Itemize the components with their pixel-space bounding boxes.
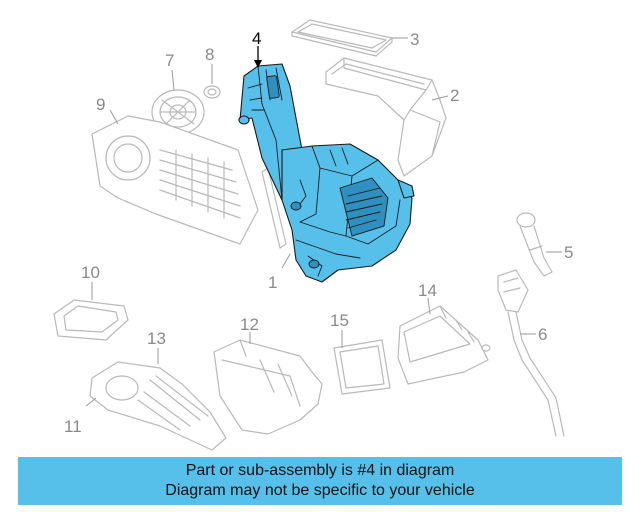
callout-3[interactable]: 3 [410, 30, 419, 49]
part-2-duct [325, 57, 447, 177]
banner-line-1: Part or sub-assembly is #4 in diagram [185, 462, 455, 479]
info-banner: Part or sub-assembly is #4 in diagram Di… [18, 457, 622, 505]
callout-8[interactable]: 8 [205, 45, 214, 64]
parts-diagram: 3 2 8 7 9 1 [53, 19, 573, 451]
part-14-door [397, 305, 491, 385]
callout-5[interactable]: 5 [564, 243, 573, 262]
part-9-blower-housing [91, 115, 259, 245]
leader-9 [109, 109, 119, 125]
part-4-case-assembly[interactable] [238, 63, 415, 283]
leader-4-arrowhead [254, 60, 262, 68]
part-1-seal [261, 167, 287, 249]
part-10-frame [53, 299, 129, 341]
part-5-aspirator [516, 212, 553, 277]
part-12-panel [213, 339, 323, 435]
part-8-grommet [203, 85, 221, 99]
leader-11 [85, 397, 97, 407]
callout-9[interactable]: 9 [96, 95, 105, 114]
callout-11[interactable]: 11 [64, 417, 82, 436]
callout-7[interactable]: 7 [165, 51, 174, 70]
part-11-lower-housing [89, 361, 227, 451]
leader-2 [431, 95, 449, 101]
callout-4[interactable]: 4 [252, 29, 261, 48]
callout-10[interactable]: 10 [81, 263, 100, 282]
leader-14 [427, 297, 431, 315]
callout-2[interactable]: 2 [450, 86, 459, 105]
banner-line-2: Diagram may not be specific to your vehi… [165, 482, 475, 499]
part-3-filter [291, 19, 393, 57]
part-6-hose [497, 269, 565, 437]
callout-13[interactable]: 13 [147, 329, 166, 348]
leader-7 [171, 69, 175, 91]
callout-1[interactable]: 1 [268, 273, 277, 292]
part-15-filter [333, 339, 391, 395]
callout-15[interactable]: 15 [330, 311, 349, 330]
leader-1 [281, 253, 291, 269]
callout-14[interactable]: 14 [418, 281, 437, 300]
callout-6[interactable]: 6 [538, 325, 547, 344]
callout-12[interactable]: 12 [240, 315, 259, 334]
part-7-blower-motor [151, 89, 205, 135]
